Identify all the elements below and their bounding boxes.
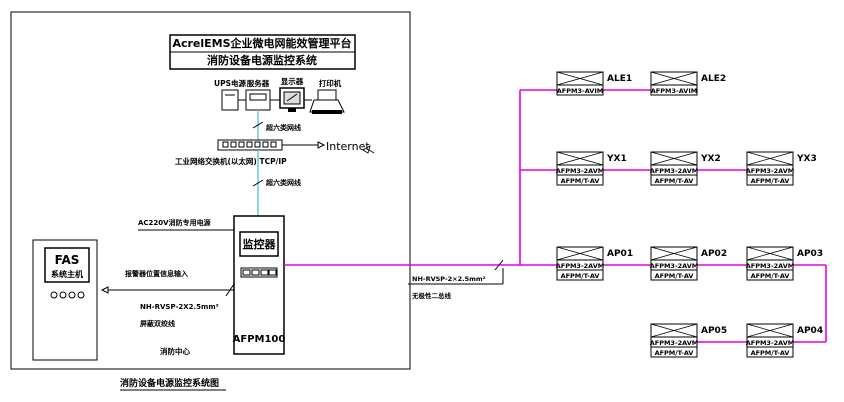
- network-switch: [217, 139, 283, 151]
- fas-cable-desc: 屏蔽双绞线: [139, 319, 175, 328]
- module-bottom-label: AFPM/T-AV: [751, 177, 790, 185]
- display-icon: [279, 87, 305, 112]
- diagram-caption: 消防设备电源监控系统图: [120, 377, 219, 389]
- module-top-label: AFPM3-2AVM: [746, 339, 795, 347]
- internet-label: Internet: [326, 140, 370, 153]
- server-icon: [245, 89, 271, 111]
- fire-center-label: 消防中心: [160, 346, 190, 356]
- module-tag: YX3: [796, 154, 817, 164]
- module-bottom-label: AFPM/T-AV: [655, 349, 694, 357]
- server-label: 服务器: [247, 78, 270, 88]
- monitor-screen-label: 监控器: [243, 237, 277, 251]
- module-top-label: AFPM3-2AVM: [650, 167, 699, 175]
- module-group: AFPM3-AVIMALE1AFPM3-AVIMALE2AFPM3-2AVMAF…: [556, 71, 823, 358]
- platform-title: AcrelEMS企业微电网能效管理平台: [172, 36, 351, 50]
- module-tag: AP04: [797, 326, 823, 336]
- module-top-label: AFPM3-2AVM: [556, 262, 605, 270]
- system-title: 消防设备电源监控系统: [207, 53, 317, 67]
- module-bottom-label: AFPM/T-AV: [751, 272, 790, 280]
- ups-icon: [221, 89, 239, 111]
- module-top-label: AFPM3-2AVM: [746, 167, 795, 175]
- printer-label: 打印机: [319, 78, 342, 88]
- fas-display: [44, 247, 90, 283]
- ups-label: UPS电源: [214, 78, 246, 88]
- module-bottom-label: AFPM/T-AV: [561, 272, 600, 280]
- bus-lines: [284, 89, 827, 343]
- module-tag: AP03: [797, 249, 823, 259]
- monitor-model: AFPM100: [233, 334, 286, 345]
- module-yx3: AFPM3-2AVM AFPM/T-AV YX3: [746, 151, 817, 186]
- module-bottom-label: AFPM/T-AV: [561, 177, 600, 185]
- cable-top-label: 超六类网线: [266, 123, 301, 132]
- module-ale1: AFPM3-AVIM ALE1: [556, 71, 632, 96]
- fas-host-frame: [32, 239, 98, 361]
- fas-title: FAS: [55, 253, 80, 267]
- printer-icon: [309, 89, 345, 114]
- fas-cable-label: NH-RVSP-2X2.5mm²: [140, 303, 219, 311]
- module-ap01: AFPM3-2AVM AFPM/T-AV AP01: [556, 246, 633, 281]
- module-ap05: AFPM3-2AVM AFPM/T-AV AP05: [650, 323, 727, 358]
- switch-label: 工业网络交换机(以太网) TCP/IP: [175, 156, 287, 166]
- module-tag: AP02: [701, 249, 727, 259]
- bus-cable-label: NH-RVSP-2×2.5mm²: [412, 275, 486, 283]
- power-label: AC220V消防专用电源: [138, 218, 211, 227]
- monitor-screen: [239, 231, 279, 257]
- module-top-label: AFPM3-2AVM: [650, 262, 699, 270]
- alarm-input-label: 报警器位置信息输入: [125, 269, 188, 278]
- module-ap03: AFPM3-2AVM AFPM/T-AV AP03: [746, 246, 823, 281]
- module-yx1: AFPM3-2AVM AFPM/T-AV YX1: [556, 151, 627, 186]
- module-top-label: AFPM3-2AVM: [746, 262, 795, 270]
- module-yx2: AFPM3-2AVM AFPM/T-AV YX2: [650, 151, 721, 186]
- bus-cable-desc: 无极性二总线: [411, 291, 452, 300]
- module-tag: ALE2: [701, 74, 726, 84]
- cable-bottom-label: 超六类网线: [266, 178, 301, 187]
- fas-subtitle: 系统主机: [51, 269, 83, 279]
- monitor-buttons: [240, 267, 278, 278]
- module-top-label: AFPM3-2AVM: [556, 167, 605, 175]
- module-bottom-label: AFPM/T-AV: [751, 349, 790, 357]
- module-bottom-label: AFPM/T-AV: [655, 177, 694, 185]
- module-bottom-label: AFPM/T-AV: [655, 272, 694, 280]
- module-ap04: AFPM3-2AVM AFPM/T-AV AP04: [746, 323, 823, 358]
- module-top-label: AFPM3-AVIM: [557, 87, 603, 95]
- module-tag: ALE1: [607, 74, 632, 84]
- module-tag: AP01: [607, 249, 633, 259]
- satellite-icon: [362, 145, 375, 154]
- display-label: 显示器: [281, 77, 304, 86]
- module-tag: AP05: [701, 326, 727, 336]
- module-top-label: AFPM3-2AVM: [650, 339, 699, 347]
- fas-indicators: [50, 291, 85, 299]
- module-tag: YX1: [606, 154, 627, 164]
- module-ale2: AFPM3-AVIM ALE2: [650, 71, 726, 96]
- module-ap02: AFPM3-2AVM AFPM/T-AV AP02: [650, 246, 727, 281]
- control-room-frame: [10, 11, 411, 370]
- module-top-label: AFPM3-AVIM: [651, 87, 697, 95]
- module-tag: YX2: [700, 154, 721, 164]
